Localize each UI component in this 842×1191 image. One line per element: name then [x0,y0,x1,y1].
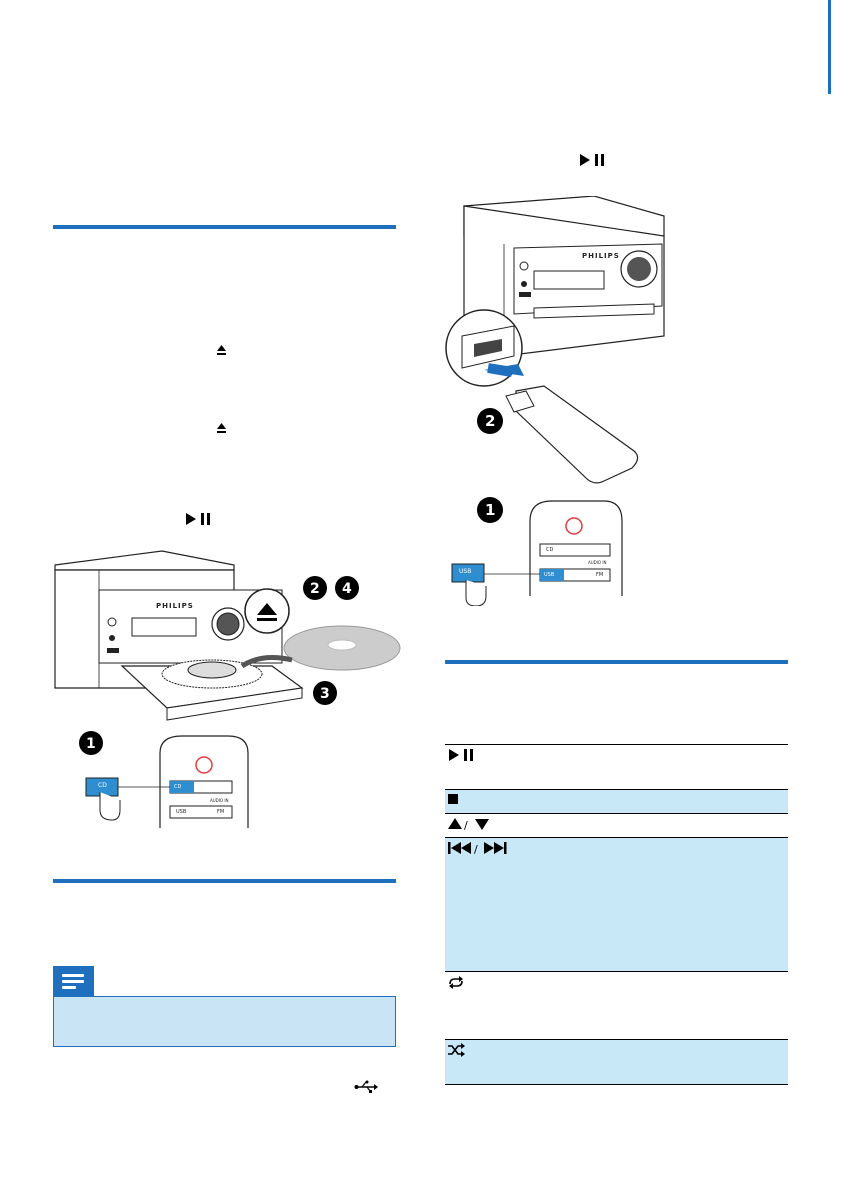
remote-usb-label: USB [176,809,187,815]
table-row [445,789,788,814]
remote-usb-label: USB [459,568,472,575]
remote-audio-in-label: AUDIO IN [588,560,607,565]
remote-cd-label: CD [546,547,554,553]
shuffle-icon [447,1040,465,1060]
stop-icon [447,790,459,808]
table-row: / [445,813,788,838]
section-rule-play-usb [53,879,396,883]
usb-icon [354,1080,378,1097]
svg-text:/: / [474,843,478,855]
brand-label: PHILIPS [156,602,194,610]
table-row [445,971,788,1040]
page-edge-marker [828,0,831,94]
section-rule-control-play [445,660,788,664]
skip-icon: / [447,838,513,858]
note-icon [53,966,94,996]
callout-step: 1 [86,736,96,752]
table-row [445,1039,788,1085]
note-body [53,996,396,1047]
table-row: / [445,837,788,972]
play-pause-icon [184,512,214,529]
callout-step: 1 [485,501,496,519]
callout-step: 4 [342,581,352,597]
note-box [53,966,396,1047]
remote-cd-label: CD [174,784,182,790]
callout-step: 3 [320,686,330,702]
svg-text:/: / [464,819,468,831]
repeat-icon [447,972,465,992]
section-rule-play-disc [53,225,396,229]
remote-usb-label: USB [544,572,555,578]
brand-label: PHILIPS [582,252,620,260]
remote-audio-in-label: AUDIO IN [210,798,229,803]
table-row [445,744,788,790]
play-pause-icon [578,153,608,170]
remote-fm-label: FM [596,572,604,578]
play-pause-icon [447,745,477,765]
eject-icon [216,344,227,359]
play-control-table: / / [445,744,788,1085]
callout-step: 2 [310,581,320,597]
up-down-icon: / [447,814,499,834]
remote-cd-label: CD [98,782,107,789]
eject-icon [216,422,227,437]
usb-connect-illustration: PHILIPS 2 1 USB CD AUDIO IN USB FM [444,195,674,607]
disc-load-illustration: PHILIPS 2 4 3 1 CD CD AUDIO IN USB FM [52,548,402,828]
callout-step: 2 [485,412,496,430]
remote-fm-label: FM [217,809,225,815]
